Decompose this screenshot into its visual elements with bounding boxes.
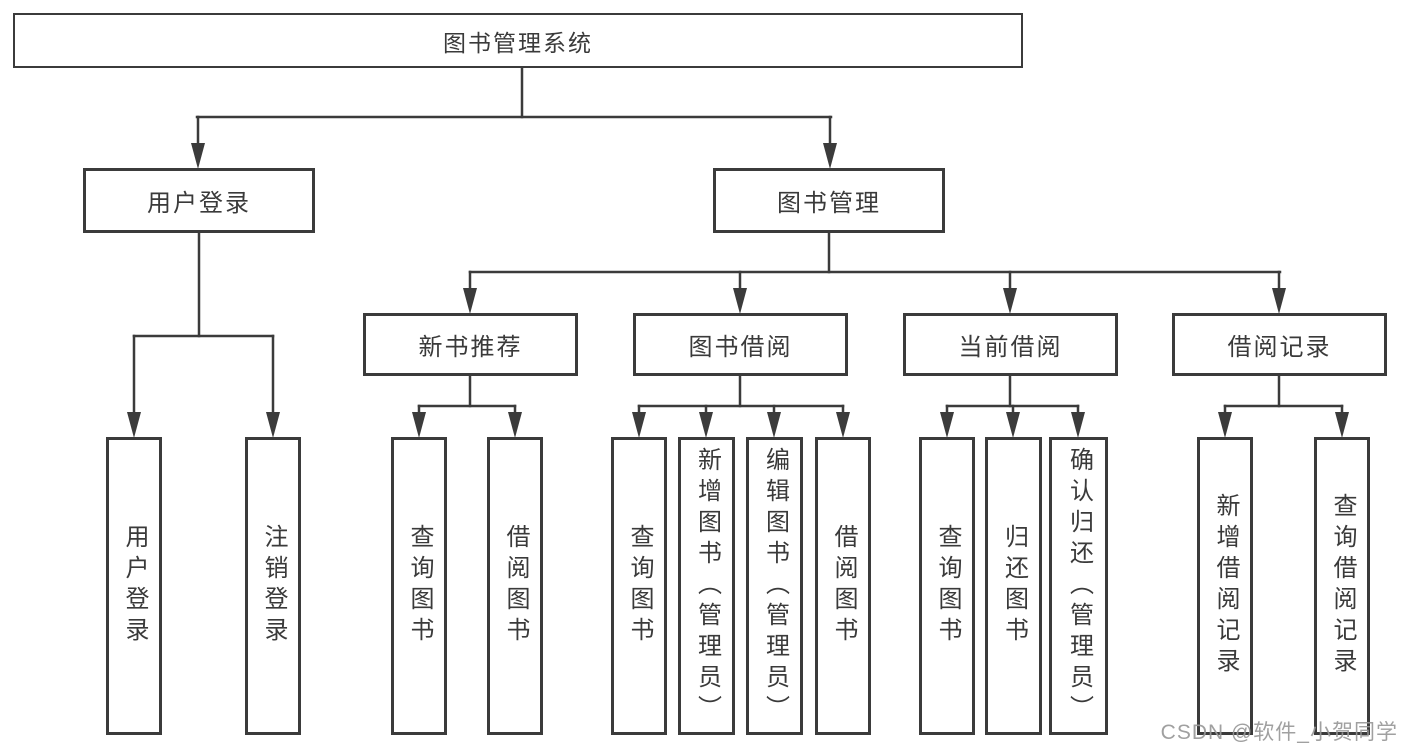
leaf-query-books-current: 查询图书 <box>919 437 975 735</box>
leaf-add-books-admin: 新增图书（管理员） <box>678 437 735 735</box>
node-current-borrow: 当前借阅 <box>903 313 1118 376</box>
leaf-query-borrow-record: 查询借阅记录 <box>1314 437 1370 735</box>
arrowhead-icons <box>127 143 1349 438</box>
node-new-book-recommend: 新书推荐 <box>363 313 578 376</box>
leaf-user-login: 用户登录 <box>106 437 162 735</box>
node-user-login: 用户登录 <box>83 168 315 233</box>
csdn-watermark: CSDN @软件_小贺同学 <box>1160 721 1398 744</box>
leaf-edit-books-admin: 编辑图书（管理员） <box>746 437 803 735</box>
node-book-borrow: 图书借阅 <box>633 313 848 376</box>
leaf-query-books-recommend: 查询图书 <box>391 437 447 735</box>
leaf-borrow-books-recommend: 借阅图书 <box>487 437 543 735</box>
node-book-management: 图书管理 <box>713 168 945 233</box>
leaf-return-books: 归还图书 <box>985 437 1042 735</box>
node-library-management-system: 图书管理系统 <box>13 13 1023 68</box>
leaf-borrow-books: 借阅图书 <box>815 437 871 735</box>
leaf-logout: 注销登录 <box>245 437 301 735</box>
leaf-confirm-return-admin: 确认归还（管理员） <box>1049 437 1108 735</box>
node-borrow-records: 借阅记录 <box>1172 313 1387 376</box>
leaf-query-books-borrow: 查询图书 <box>611 437 667 735</box>
leaf-add-borrow-record: 新增借阅记录 <box>1197 437 1253 735</box>
